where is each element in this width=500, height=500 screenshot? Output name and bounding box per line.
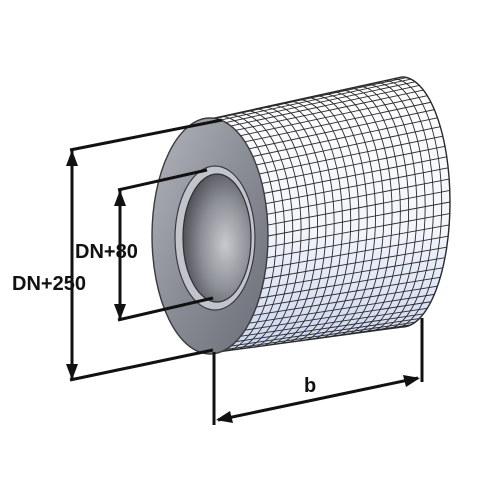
mesh-line — [266, 224, 450, 259]
mesh-line — [266, 178, 450, 215]
inner-diameter-label: DN+80 — [75, 241, 138, 263]
bore — [182, 173, 252, 303]
mesh-line — [259, 135, 443, 175]
mesh-line — [264, 246, 447, 280]
mesh-line — [265, 235, 449, 269]
dimension-lines — [69, 118, 424, 425]
outer-diameter-label: DN+250 — [12, 273, 86, 295]
mesh-line — [230, 318, 420, 347]
mesh-line — [259, 267, 443, 299]
mesh-line — [256, 126, 441, 166]
front-face — [151, 117, 269, 355]
cylinder-body — [209, 76, 451, 354]
mesh-line — [244, 101, 432, 143]
arrow-outer-bottom — [66, 364, 78, 380]
mesh-line — [252, 285, 438, 316]
mesh-line — [265, 167, 449, 205]
mesh-line — [225, 321, 416, 350]
mesh-line — [244, 301, 431, 331]
wire-mesh — [210, 77, 450, 353]
mesh-line — [230, 85, 420, 127]
mesh-line — [220, 78, 411, 121]
arrow-length-right — [403, 375, 420, 387]
mesh-line — [248, 109, 435, 150]
inner-extension-top — [117, 168, 208, 192]
mesh-line — [249, 293, 435, 324]
mesh-line — [240, 95, 428, 137]
mesh-line — [267, 201, 450, 237]
mesh-line — [215, 77, 407, 119]
mesh-line — [261, 145, 446, 184]
mesh-line — [252, 117, 438, 157]
arrow-inner-top — [114, 190, 126, 206]
arrow-outer-top — [66, 150, 78, 166]
mesh-line — [261, 257, 446, 290]
outer-extension-bottom — [69, 348, 214, 382]
arrow-inner-bottom — [114, 304, 126, 320]
mesh-line — [235, 313, 424, 343]
mesh-line — [235, 89, 424, 131]
mesh-line — [267, 213, 450, 248]
mesh-line — [263, 156, 447, 194]
mesh-line — [267, 190, 450, 226]
arrowheads — [66, 150, 420, 423]
mesh-line — [256, 276, 441, 308]
inner-extension-bottom — [117, 296, 214, 322]
mesh-line — [225, 81, 416, 123]
length-label: b — [304, 375, 316, 397]
arrow-length-left — [216, 411, 233, 423]
outer-extension-top — [69, 118, 223, 152]
length-dimension-line — [217, 376, 419, 422]
mesh-line — [240, 307, 428, 337]
